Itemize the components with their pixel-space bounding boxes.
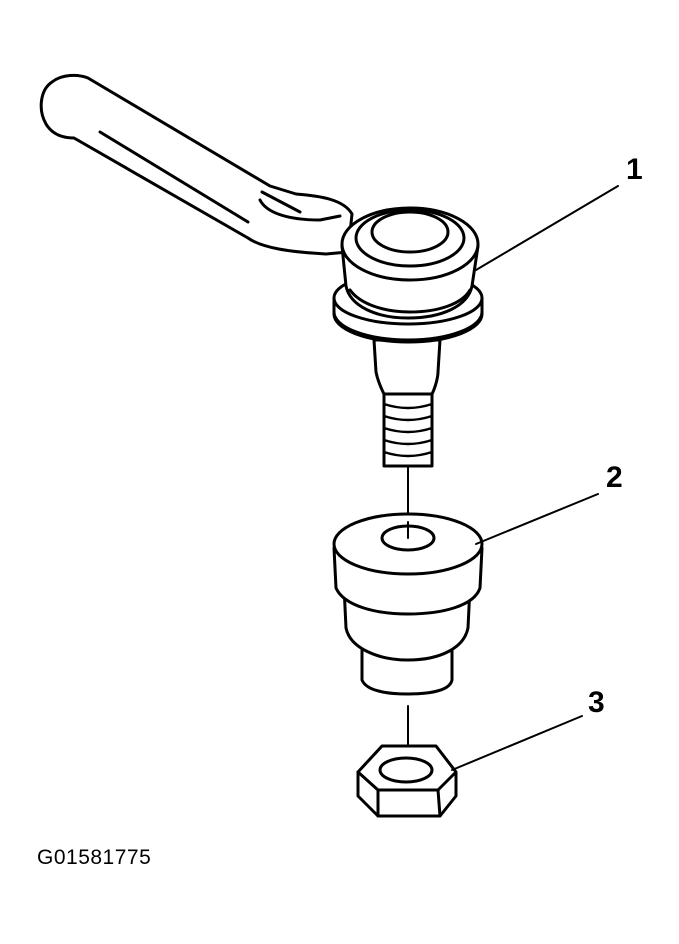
spacer [332, 512, 484, 696]
arm-groove [258, 198, 342, 222]
housing-cap-inner [370, 210, 450, 254]
tie-rod-arm [39, 73, 354, 256]
housing-lower-edge [348, 288, 472, 314]
stud-taper [372, 338, 442, 468]
nut-bore [378, 756, 434, 784]
nut-edge-right [436, 788, 442, 818]
arm-underside [98, 130, 250, 224]
housing-cap-outer [354, 208, 466, 268]
tie-rod-end [39, 73, 484, 468]
leader-line-2 [475, 493, 599, 545]
leader-line-1 [475, 185, 619, 271]
callout-1: 1 [626, 153, 643, 186]
leader-line-3 [451, 715, 583, 771]
stud-threads [382, 402, 434, 458]
figure-id: G01581775 [37, 846, 152, 869]
arm-edge [260, 190, 302, 214]
callout-2: 2 [606, 461, 623, 494]
callout-3: 3 [588, 686, 605, 719]
hex-nut [356, 744, 458, 818]
housing-top [340, 206, 480, 282]
